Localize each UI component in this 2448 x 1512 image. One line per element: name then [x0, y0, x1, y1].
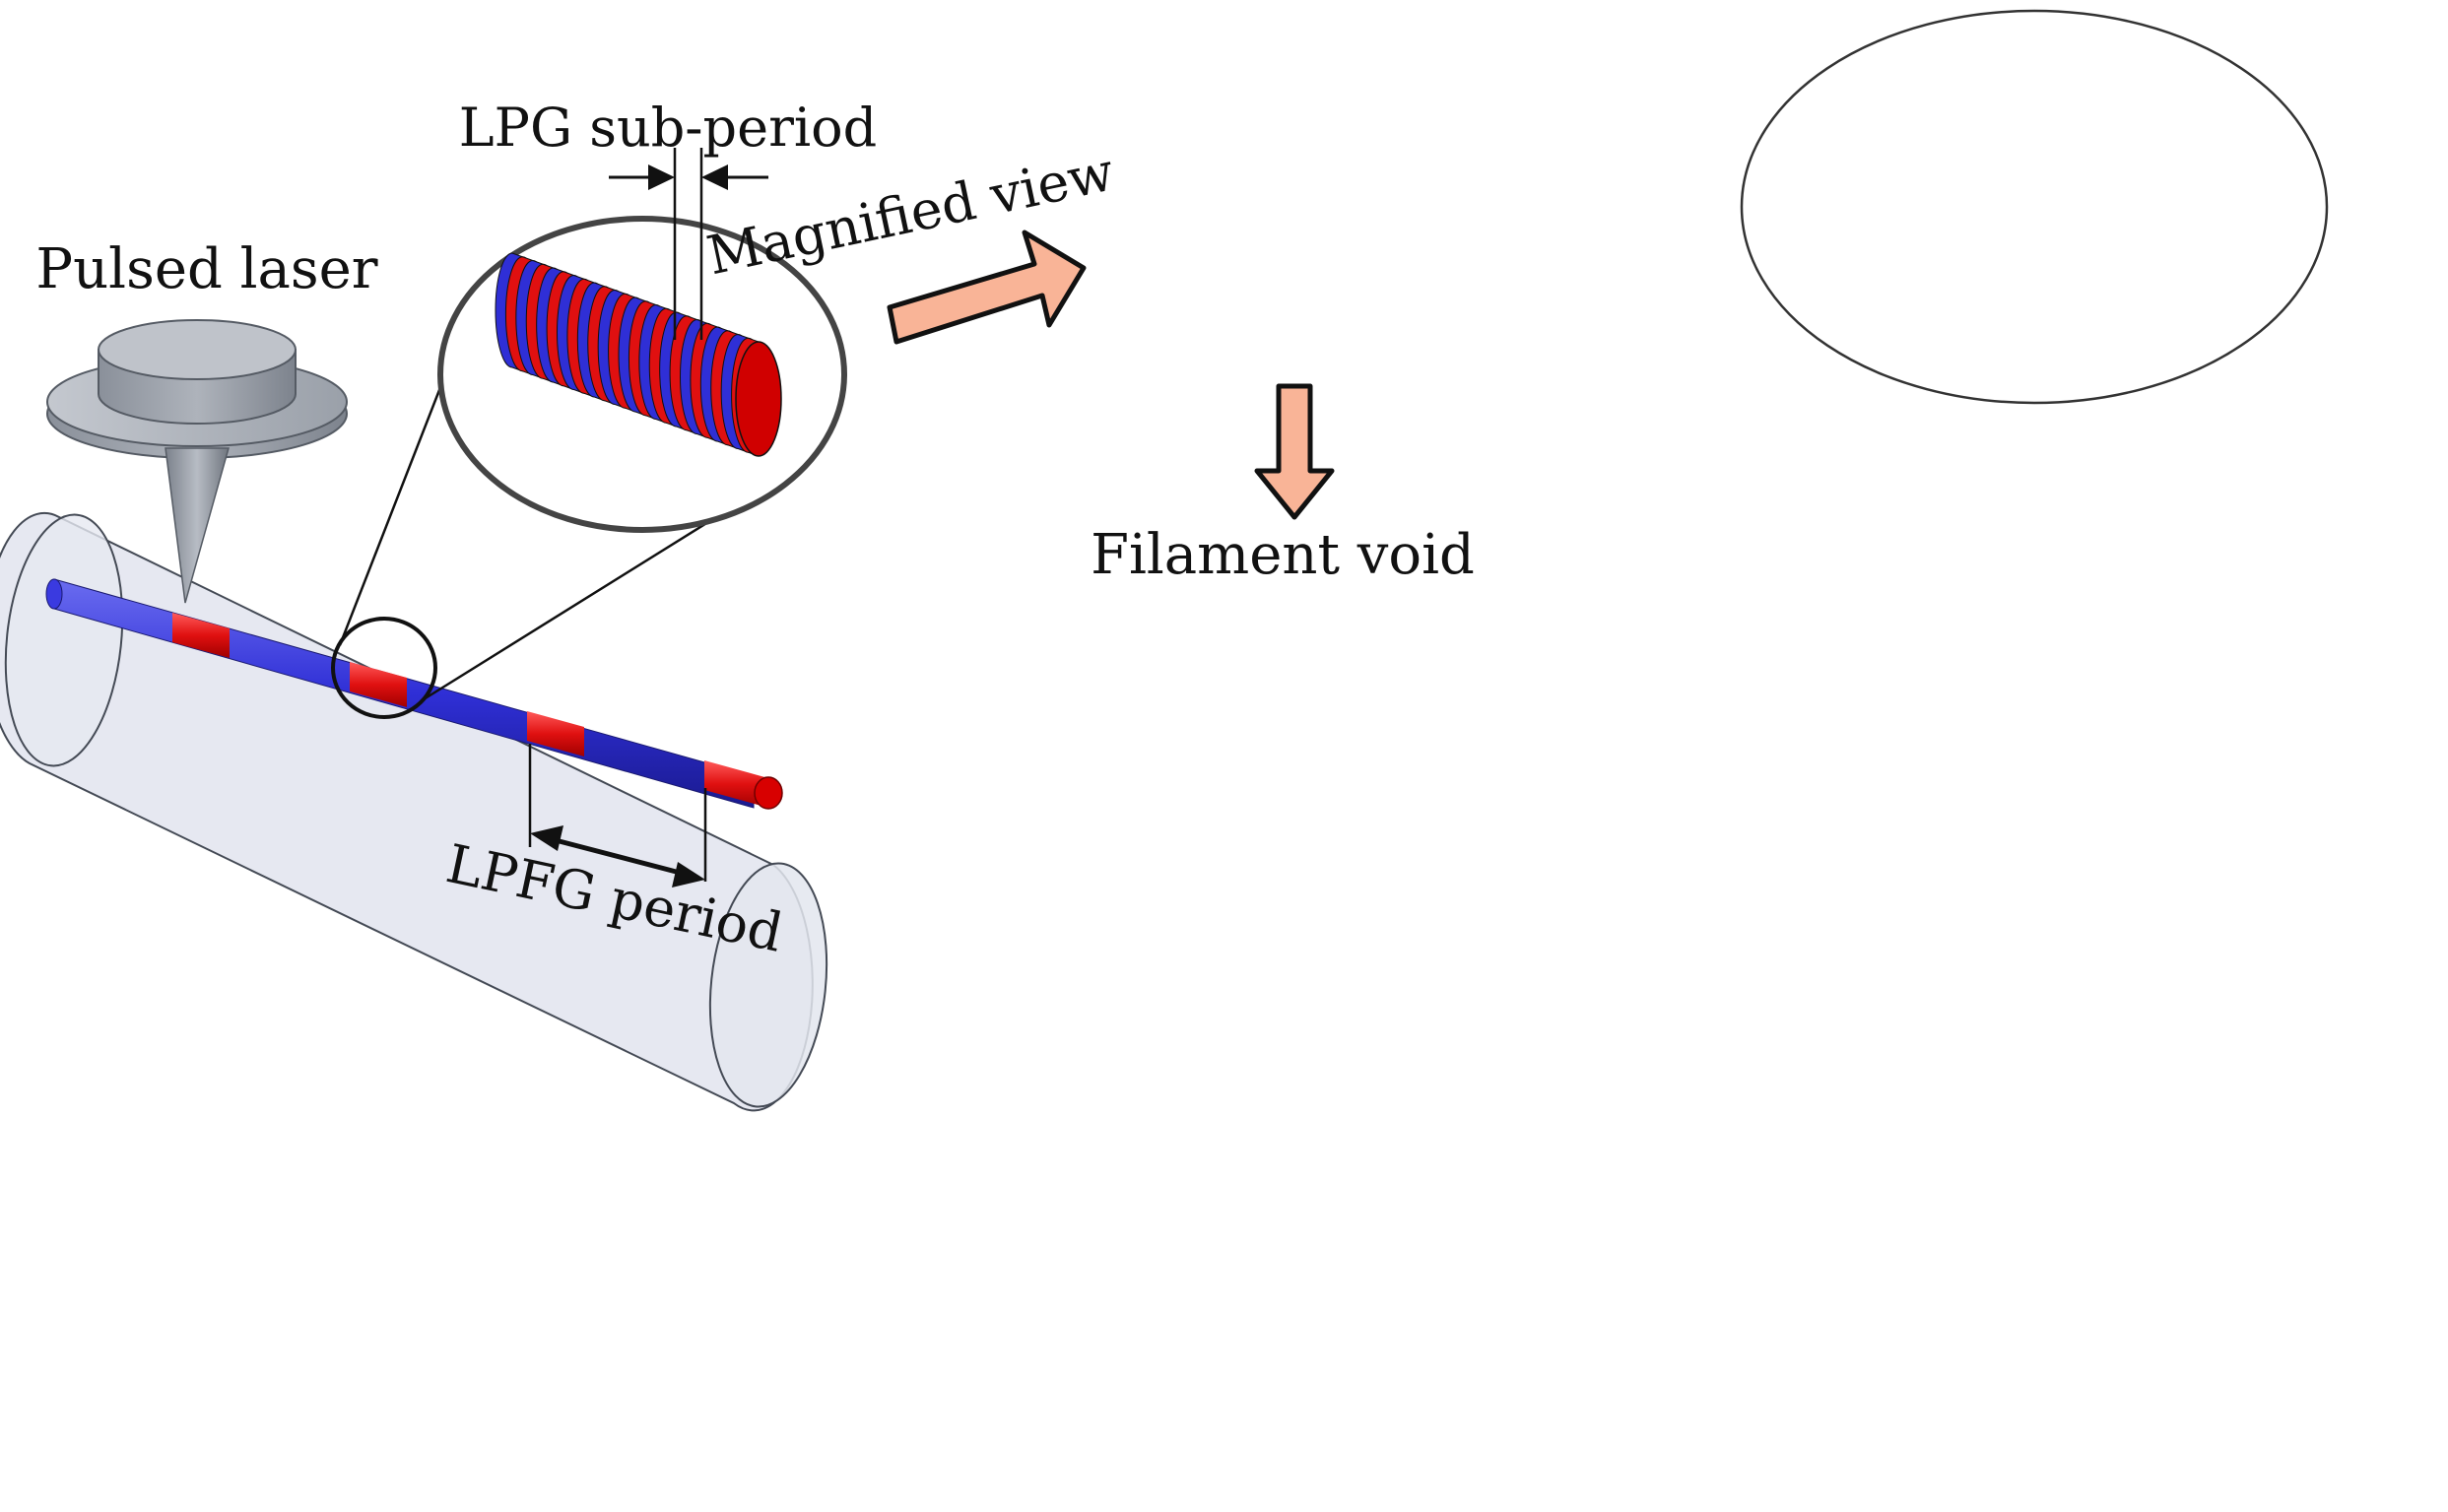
magnified-view-arrow [887, 230, 1087, 345]
red-void-cylinder [1271, 79, 1330, 186]
lpg-sub-period-label: LPG sub-period [459, 97, 878, 159]
filament-void-label: Filament void [1091, 523, 1475, 587]
laser-beam [165, 447, 230, 604]
lpfg-period-marker [528, 744, 707, 887]
red-void-top [1162, 173, 1222, 221]
pulsed-laser-label: Pulsed laser [35, 237, 377, 301]
red-void-cylinder [1162, 197, 1222, 304]
grating-segment [350, 662, 407, 707]
blue-bar [1335, 54, 1396, 357]
red-void-cylinder [1162, 305, 1222, 413]
red-void-cylinder [1379, 69, 1438, 176]
grating-segment [527, 711, 584, 756]
red-void-top [1379, 154, 1438, 201]
zoom-circle-small [331, 617, 437, 719]
optical-fiber [0, 511, 828, 1112]
red-void-cylinder [1379, 177, 1438, 285]
red-void-top [1271, 272, 1330, 319]
blue-bar [1226, 54, 1292, 357]
red-void-cylinder [1379, 231, 1438, 339]
red-void-cylinder [1271, 241, 1330, 349]
lpg-sub-period-marker [609, 148, 768, 340]
fiber-right-end [708, 862, 828, 1108]
red-void-top [1271, 218, 1330, 265]
red-void-cylinder [1162, 89, 1222, 196]
red-void-cylinder [1162, 251, 1222, 359]
red-void-cylinder [1271, 187, 1330, 295]
red-void-cylinder [1379, 123, 1438, 230]
lpg-stripe-cylinder [495, 252, 782, 457]
zoom-line [338, 371, 448, 646]
grating-segment [172, 613, 230, 658]
lpg-stripe-end-cap [735, 341, 782, 457]
red-void-cylinder [1162, 143, 1222, 250]
red-void-top [1379, 208, 1438, 255]
red-void-top [1379, 99, 1438, 147]
red-void-top [1271, 164, 1330, 211]
fiber-core [45, 578, 783, 810]
red-void-cylinder [1379, 286, 1438, 393]
magnified-circle [1740, 9, 2329, 405]
red-void-top [1271, 55, 1330, 102]
red-void-top [1271, 109, 1330, 157]
red-void-top [1162, 119, 1222, 166]
red-void-top [1379, 45, 1438, 93]
pulsed-laser-head [46, 319, 348, 604]
grating-segment [704, 760, 768, 808]
filament-void-block [1151, 41, 1440, 413]
red-void-top [1162, 228, 1222, 275]
red-void-top [1162, 282, 1222, 329]
filament-void-arrow [1254, 383, 1335, 520]
red-void-top [1379, 262, 1438, 309]
red-void-top [1162, 65, 1222, 112]
fiber-left-end [4, 513, 124, 767]
red-void-cylinder [1271, 133, 1330, 240]
